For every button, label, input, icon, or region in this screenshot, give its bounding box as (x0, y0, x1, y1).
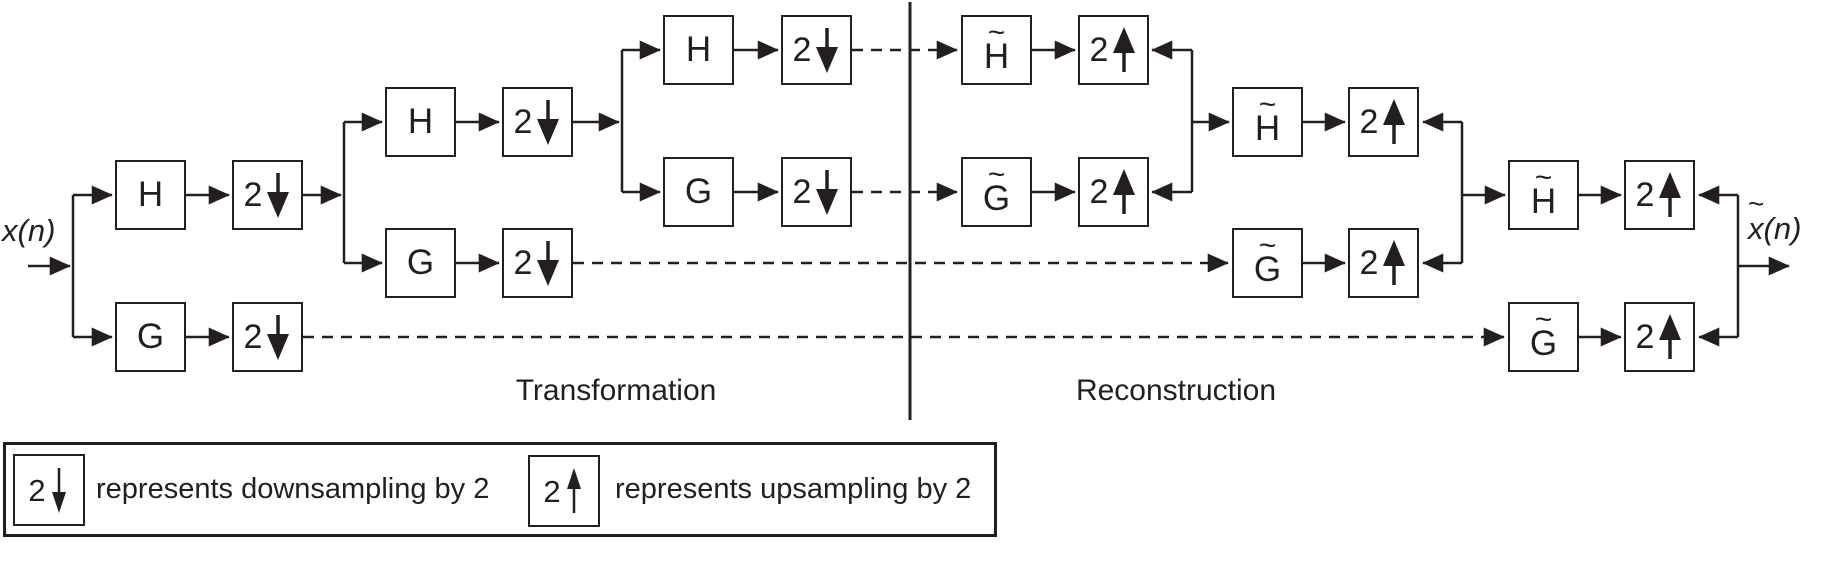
filter-box-h-tilde-level1: ~ H (1508, 160, 1579, 230)
filter-label: H (1530, 182, 1557, 221)
filter-label: H (1254, 109, 1281, 148)
filter-box-g-tilde-level2: ~ G (1232, 228, 1303, 298)
upsampler-box-level3-h: 2 (1078, 15, 1149, 85)
downsampler-box-level1-g: 2 (232, 302, 303, 372)
legend-downsampling-text: represents downsampling by 2 (96, 473, 490, 505)
filter-box-h-level1: H (115, 160, 186, 230)
filter-label: H (407, 102, 434, 141)
down-arrow-icon (816, 170, 839, 215)
filter-box-h-tilde-level3: ~ H (961, 15, 1032, 85)
legend-box: 2 represents downsampling by 2 2 represe… (3, 442, 997, 537)
upsampler-box-level3-g: 2 (1078, 157, 1149, 227)
downsampler-box-level2-h: 2 (502, 87, 573, 157)
upsampler-box-level2-h: 2 (1348, 87, 1419, 157)
down-arrow-icon (816, 28, 839, 73)
filter-box-g-level3: G (663, 157, 734, 227)
down-arrow-icon (267, 173, 290, 218)
up-arrow-icon (1113, 169, 1136, 214)
up-arrow-icon (1659, 172, 1682, 217)
filter-label: H (685, 30, 712, 69)
input-signal-label: x(n) (2, 213, 56, 248)
filter-box-g-level1: G (115, 302, 186, 372)
legend-upsampling-text: represents upsampling by 2 (615, 473, 972, 505)
down-arrow-icon (537, 241, 560, 286)
downsampler-box-level3-g: 2 (781, 157, 852, 227)
filter-box-g-tilde-level3: ~ G (961, 157, 1032, 227)
down-arrow-icon (267, 315, 290, 360)
upsampler-box-level2-g: 2 (1348, 228, 1419, 298)
up-arrow-icon (1383, 240, 1406, 285)
filter-box-g-tilde-level1: ~ G (1508, 302, 1579, 372)
up-arrow-icon (1113, 27, 1136, 72)
filter-label: H (983, 37, 1010, 76)
section-label-transformation: Transformation (515, 374, 717, 407)
output-signal-label: ~x(n) (1748, 188, 1802, 246)
section-label-reconstruction: Reconstruction (1075, 374, 1277, 407)
down-arrow-icon (537, 100, 560, 145)
upsampler-box-level1-g: 2 (1624, 302, 1695, 372)
downsampler-box-level2-g: 2 (502, 228, 573, 298)
upsampler-box-level1-h: 2 (1624, 160, 1695, 230)
legend-upsampler-box: 2 (528, 455, 600, 527)
filter-label: G (1529, 324, 1558, 363)
filter-label: G (982, 179, 1011, 218)
synthesis-connectors (1032, 40, 1790, 347)
filter-box-h-tilde-level2: ~ H (1232, 87, 1303, 157)
downsampler-box-level1-h: 2 (232, 160, 303, 230)
filter-label: H (137, 175, 164, 214)
tilde-mark: ~ (1748, 188, 1765, 219)
up-arrow-icon (1383, 99, 1406, 144)
downsampler-box-level3-h: 2 (781, 15, 852, 85)
down-arrow-icon (51, 468, 66, 513)
coefficient-pass-lines (303, 40, 1505, 347)
filter-box-g-level2: G (385, 228, 456, 298)
filter-label: G (136, 317, 165, 356)
filter-box-h-level2: H (385, 87, 456, 157)
legend-downsampler-box: 2 (13, 454, 85, 526)
filter-label: G (406, 243, 435, 282)
filter-box-h-level3: H (663, 15, 734, 85)
up-arrow-icon (566, 468, 581, 513)
up-arrow-icon (1659, 314, 1682, 359)
filter-label: G (1253, 250, 1282, 289)
filter-label: G (684, 172, 713, 211)
analysis-connectors (28, 40, 779, 347)
